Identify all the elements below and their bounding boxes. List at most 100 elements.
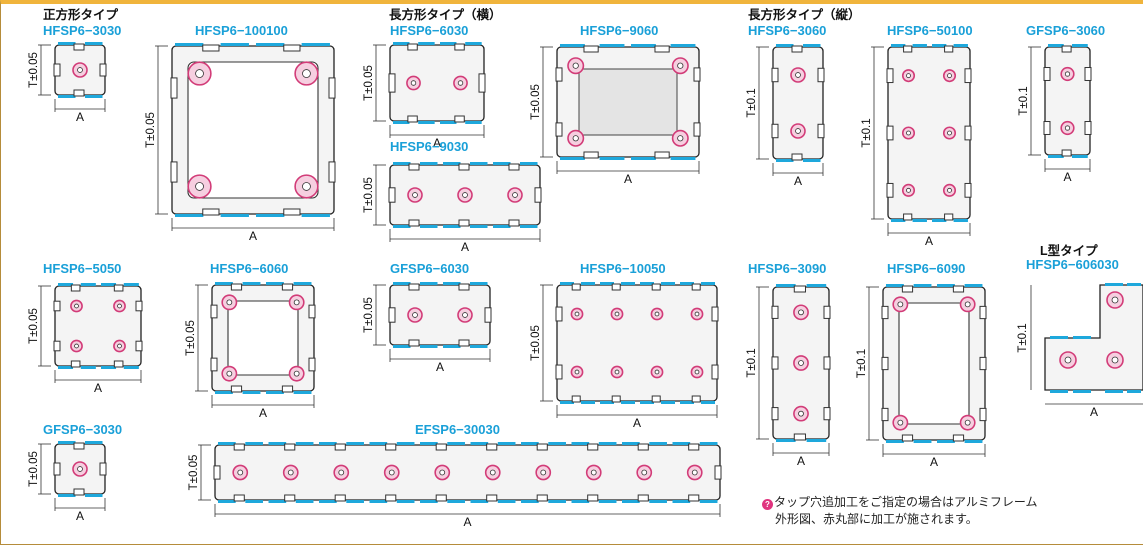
slot-bar: [175, 43, 204, 46]
slot-opening: [903, 213, 913, 221]
slot-bar: [85, 494, 103, 497]
slot-bar: [913, 440, 932, 443]
slot-opening: [536, 494, 548, 502]
center-hole: [614, 369, 620, 375]
slot-bar: [218, 442, 236, 445]
slot-bar: [215, 282, 233, 285]
dimension-label-a: A: [463, 515, 471, 529]
slot-bar: [443, 162, 461, 165]
slot-opening: [435, 494, 447, 502]
slot-bar: [1127, 283, 1141, 286]
slot-bar: [58, 441, 76, 444]
slot-bar: [1105, 283, 1123, 286]
slot-bar: [649, 442, 667, 445]
profile-efsp6-30030: AT±0.05: [188, 442, 722, 529]
slot-bar: [776, 439, 796, 442]
slot-bar: [560, 282, 574, 285]
slot-bar: [571, 500, 590, 503]
slot-opening: [964, 182, 972, 198]
slot-opening: [952, 285, 965, 293]
slot-opening: [654, 151, 670, 159]
slot-opening: [70, 360, 81, 368]
slot-opening: [213, 465, 221, 480]
dimension-label-a: A: [76, 110, 84, 124]
center-hole: [964, 419, 971, 426]
slot-bar: [420, 442, 438, 445]
slot-opening: [283, 44, 301, 52]
slot-bar: [521, 500, 539, 503]
center-hole: [302, 69, 311, 78]
slot-opening: [210, 304, 218, 319]
slot-bar: [598, 442, 617, 445]
slot-bar: [806, 439, 827, 442]
dimension-label-a: A: [94, 381, 102, 395]
heading-square-type: 正方形タイプ: [43, 8, 119, 22]
profile-hollow-core: [227, 300, 299, 376]
slot-bar: [1105, 390, 1123, 393]
center-hole: [117, 343, 122, 349]
profile-gfsp6-3060: AT±0.1: [1018, 44, 1092, 184]
slot-opening: [1084, 67, 1092, 81]
slot-bar: [420, 345, 438, 348]
slot-opening: [654, 45, 670, 53]
center-hole: [641, 469, 648, 476]
slot-opening: [534, 187, 542, 203]
slot-bar: [301, 43, 330, 46]
slot-bar: [622, 500, 640, 503]
slot-bar: [699, 442, 718, 445]
slot-opening: [651, 395, 661, 403]
slot-opening: [388, 187, 396, 203]
slot-opening: [135, 300, 143, 312]
slot-bar: [670, 44, 696, 47]
slot-bar: [621, 282, 635, 285]
dimension-label-t: T±0.05: [363, 65, 375, 101]
center-hole: [1064, 356, 1072, 364]
dimension-label-t: T±0.1: [1018, 86, 1030, 115]
slot-opening: [435, 443, 447, 451]
slot-bar: [123, 283, 139, 286]
slot-opening: [458, 219, 470, 227]
slot-bar: [699, 500, 718, 503]
slot-bar: [220, 43, 249, 46]
slot-opening: [1084, 121, 1092, 135]
slot-bar: [521, 442, 539, 445]
profile-name-hfsp6-6060: HFSP6−6060: [210, 261, 289, 276]
slot-bar: [420, 225, 438, 228]
dimension-label-a: A: [797, 454, 805, 468]
center-hole: [798, 360, 804, 366]
slot-bar: [520, 162, 538, 165]
slot-opening: [385, 443, 397, 451]
center-hole: [302, 182, 311, 191]
slot-opening: [791, 153, 803, 161]
slot-opening: [135, 340, 143, 352]
slot-bar: [420, 500, 438, 503]
slot-bar: [470, 162, 488, 165]
profile-name-hfsp6-3030: HFSP6−3030: [43, 23, 122, 38]
profile-name-hfsp6-606030: HFSP6−606030: [1026, 257, 1119, 272]
slot-bar: [447, 442, 465, 445]
slot-bar: [912, 219, 927, 222]
slot-opening: [99, 63, 107, 77]
slot-bar: [256, 43, 285, 46]
slot-bar: [886, 284, 904, 287]
profile-hfsp6-50100: AT±0.1: [861, 44, 972, 248]
slot-opening: [691, 283, 701, 291]
tap-hole-note: ?タップ穴追加工をご指定の場合はアルミフレーム 外形図、赤丸部に加工が施されます…: [762, 494, 1038, 528]
dimension-label-a: A: [633, 416, 641, 430]
profile-hfsp6-606030: AT±0.1: [1017, 283, 1143, 419]
slot-opening: [458, 163, 470, 171]
slot-bar: [1072, 155, 1088, 158]
slot-opening: [688, 494, 700, 502]
slot-bar: [803, 159, 821, 162]
slot-bar: [295, 500, 314, 503]
slot-bar: [1127, 390, 1141, 393]
slot-bar: [661, 401, 675, 404]
slot-opening: [408, 163, 420, 171]
profile-gfsp6-3030: AT±0.05: [28, 441, 107, 523]
center-hole: [462, 312, 468, 318]
dimension-label-t: T±0.05: [185, 320, 197, 356]
slot-bar: [912, 44, 927, 47]
slot-opening: [408, 339, 420, 347]
dimension-label-a: A: [1090, 405, 1098, 419]
dimension-label-a: A: [624, 172, 632, 186]
